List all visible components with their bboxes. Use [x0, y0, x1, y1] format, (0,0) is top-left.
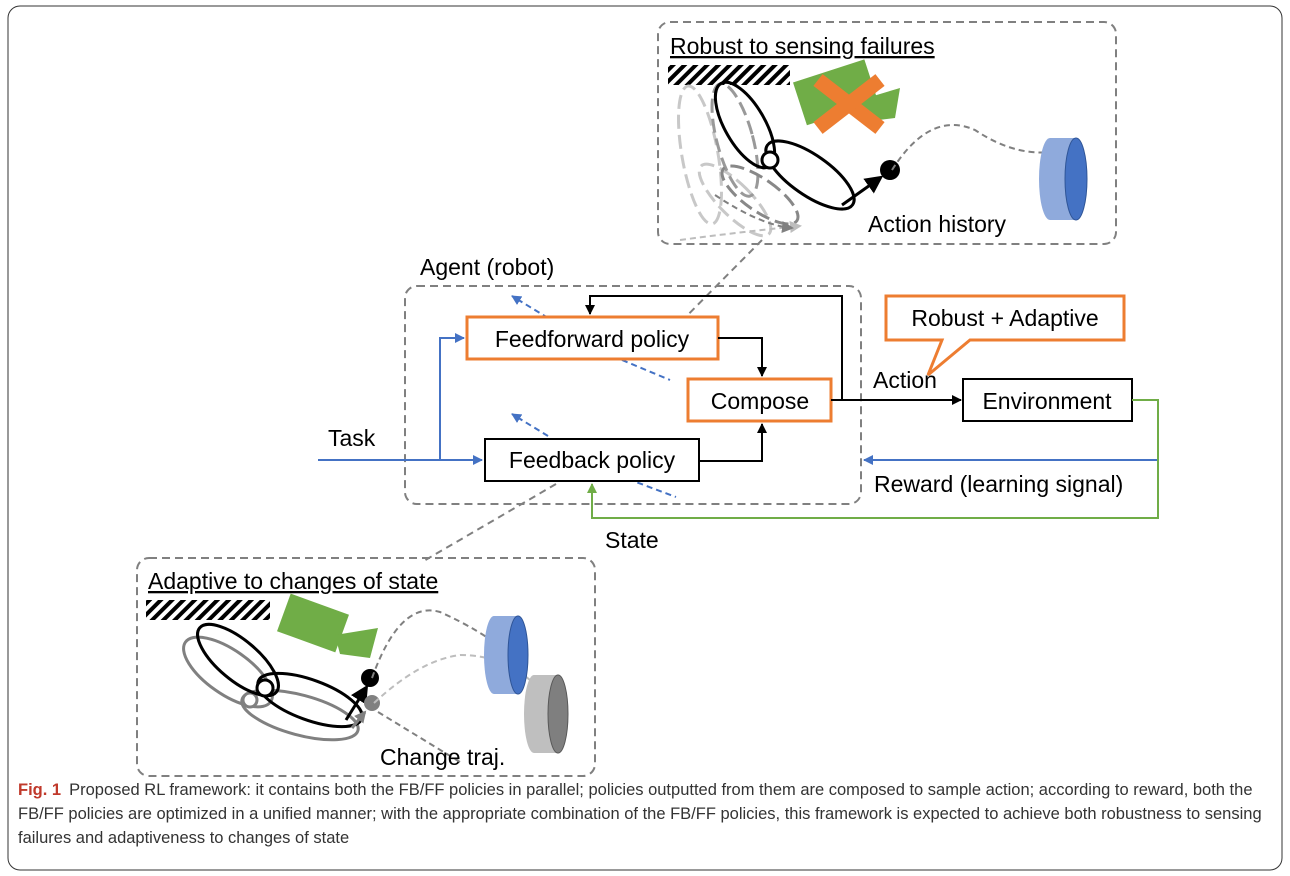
original-trajectory	[371, 609, 505, 679]
fb-to-compose-arrow	[699, 423, 767, 462]
figure-label: Fig. 1	[18, 781, 62, 799]
gray-action-arrow	[350, 710, 367, 729]
black-end-effector	[361, 669, 379, 687]
task-to-ff-arrow	[439, 333, 465, 460]
gray-end-effector	[364, 695, 380, 711]
robust-panel-title: Robust to sensing failures	[670, 33, 935, 59]
ghost-arm-light-2	[697, 162, 773, 238]
gray-arm-lower	[240, 688, 360, 742]
feedforward-policy-label: Feedforward policy	[495, 326, 690, 352]
gray-arm-joint	[241, 691, 259, 709]
camera-lens-icon-bottom	[335, 628, 378, 658]
feedback-policy-label: Feedback policy	[509, 447, 676, 473]
ff-hint-arrow-up	[511, 295, 549, 319]
puck-top-face	[1064, 137, 1088, 221]
trajectory-dashed	[891, 124, 1063, 171]
wall-hatch-bottom	[146, 600, 270, 620]
caption-text: Proposed RL framework: it contains both …	[18, 781, 1262, 847]
fb-hint-arrow-up	[511, 413, 549, 437]
ghost-arm-mid-2	[720, 164, 800, 226]
arm-joint	[760, 150, 780, 170]
adaptive-panel: Adaptive to changes of state Change traj…	[136, 557, 596, 777]
state-arrow	[587, 399, 1159, 519]
puck-top-back	[1039, 138, 1061, 220]
ff-to-compose-arrow	[718, 337, 767, 377]
fb-hint-arrow-down	[627, 478, 677, 498]
robust-panel: Robust to sensing failures Action histor…	[657, 21, 1117, 245]
change-traj-pointer	[377, 711, 461, 763]
gray-puck-face	[547, 674, 569, 754]
robust-panel-border	[657, 21, 1117, 245]
arm-end-effector	[880, 160, 900, 180]
gray-arm-upper	[182, 635, 274, 709]
agent-label: Agent (robot)	[420, 254, 554, 280]
ghost-arm-light-1	[677, 84, 723, 226]
robust-adaptive-label: Robust + Adaptive	[911, 305, 1098, 331]
reward-label: Reward (learning signal)	[874, 471, 1123, 497]
blue-puck-face	[507, 615, 529, 695]
ghost-trajectory-mid	[714, 194, 794, 234]
state-label: State	[605, 527, 659, 553]
environment-label: Environment	[982, 388, 1112, 414]
action-feedback-to-ff	[585, 295, 843, 400]
outer-frame	[7, 5, 1283, 871]
ghost-arm-mid-1	[710, 82, 760, 198]
feedback-policy-box	[484, 438, 700, 482]
adaptive-panel-title: Adaptive to changes of state	[148, 568, 438, 594]
ff-hint-arrow-down	[621, 359, 671, 381]
gray-puck-back	[524, 675, 544, 753]
arm-lower-link	[764, 139, 856, 211]
camera-body-icon-bottom	[277, 593, 349, 653]
task-label: Task	[328, 425, 376, 451]
action-label: Action	[873, 367, 937, 393]
robust-adaptive-callout	[884, 294, 1126, 377]
blue-puck-back	[484, 616, 504, 694]
arm-action-arrow	[841, 175, 884, 207]
action-history-label: Action history	[868, 211, 1007, 237]
black-action-arrow	[344, 684, 369, 721]
compose-label: Compose	[711, 388, 809, 414]
black-arm-joint	[255, 678, 275, 698]
adaptive-panel-border	[136, 557, 596, 777]
ghost-trajectory-light	[679, 221, 802, 241]
compose-box	[686, 377, 833, 423]
black-arm-upper	[196, 622, 280, 698]
connector-bottom	[421, 483, 557, 563]
cross-icon-b	[813, 74, 885, 134]
wall-hatch-top	[668, 65, 790, 85]
agent-box	[404, 285, 862, 505]
change-traj-label: Change traj.	[380, 744, 505, 770]
